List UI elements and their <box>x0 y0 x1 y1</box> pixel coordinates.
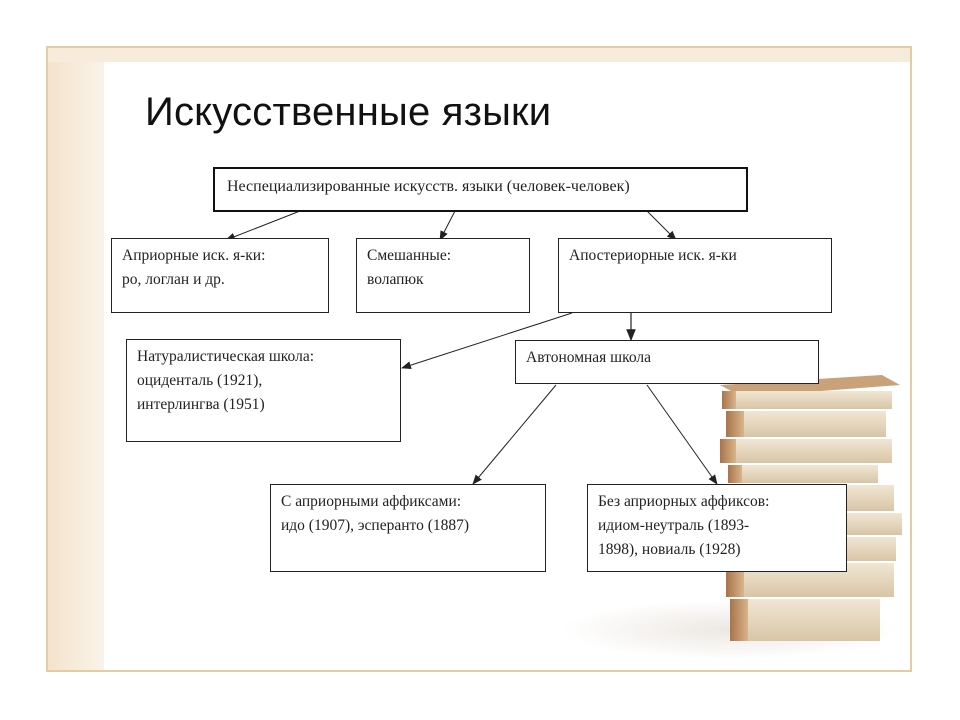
node-without-affixes-line-2: идиом-неутраль (1893- <box>598 517 750 534</box>
node-aposteriori: Апостериорные иск. я-ки <box>558 238 832 313</box>
arrow-root-to-apriori <box>225 210 301 241</box>
node-nonspecialized-label: Неспециализированные искусств. языки (че… <box>227 178 630 195</box>
node-apriori: Априорные иск. я-ки: ро, логлан и др. <box>111 238 329 313</box>
node-apriori-line-1: Априорные иск. я-ки: <box>122 247 266 264</box>
arrow-autonomous-to-without-affixes <box>646 384 718 485</box>
node-aposteriori-label: Апостериорные иск. я-ки <box>569 247 737 264</box>
slide-side-strip <box>48 62 104 670</box>
book-3 <box>720 439 892 463</box>
node-mixed-line-2: волапюк <box>367 271 424 288</box>
node-without-affixes-line-3: 1898), новиаль (1928) <box>598 541 741 558</box>
arrow-root-to-aposteriori <box>646 210 677 241</box>
node-apriori-line-2: ро, логлан и др. <box>122 271 225 288</box>
node-with-affixes-line-1: С априорными аффиксами: <box>281 493 462 510</box>
arrow-root-to-mixed <box>439 210 456 241</box>
node-naturalistic-line-3: интерлингва (1951) <box>137 396 265 413</box>
node-without-affixes-line-1: Без априорных аффиксов: <box>598 493 770 510</box>
node-with-affixes-line-2: идо (1907), эсперанто (1887) <box>281 517 470 534</box>
arrow-aposteriori-to-naturalistic <box>401 312 573 370</box>
node-autonomous: Автономная школа <box>515 340 819 384</box>
node-nonspecialized: Неспециализированные искусств. языки (че… <box>213 167 748 212</box>
node-naturalistic: Натуралистическая школа: оциденталь (192… <box>126 339 401 442</box>
node-naturalistic-line-1: Натуралистическая школа: <box>137 348 315 365</box>
node-mixed-line-1: Смешанные: <box>367 247 452 264</box>
node-mixed: Смешанные: волапюк <box>356 238 530 313</box>
node-with-affixes: С априорными аффиксами: идо (1907), эспе… <box>270 484 546 572</box>
book-2 <box>726 411 886 437</box>
book-9 <box>730 599 880 641</box>
slide-title: Искусственные языки <box>145 90 552 134</box>
node-without-affixes: Без априорных аффиксов: идиом-неутраль (… <box>587 484 847 572</box>
node-autonomous-label: Автономная школа <box>526 349 652 366</box>
node-naturalistic-line-2: оциденталь (1921), <box>137 372 263 389</box>
arrow-autonomous-to-with-affixes <box>472 384 557 485</box>
book-4 <box>728 465 878 483</box>
book-1 <box>720 375 900 409</box>
